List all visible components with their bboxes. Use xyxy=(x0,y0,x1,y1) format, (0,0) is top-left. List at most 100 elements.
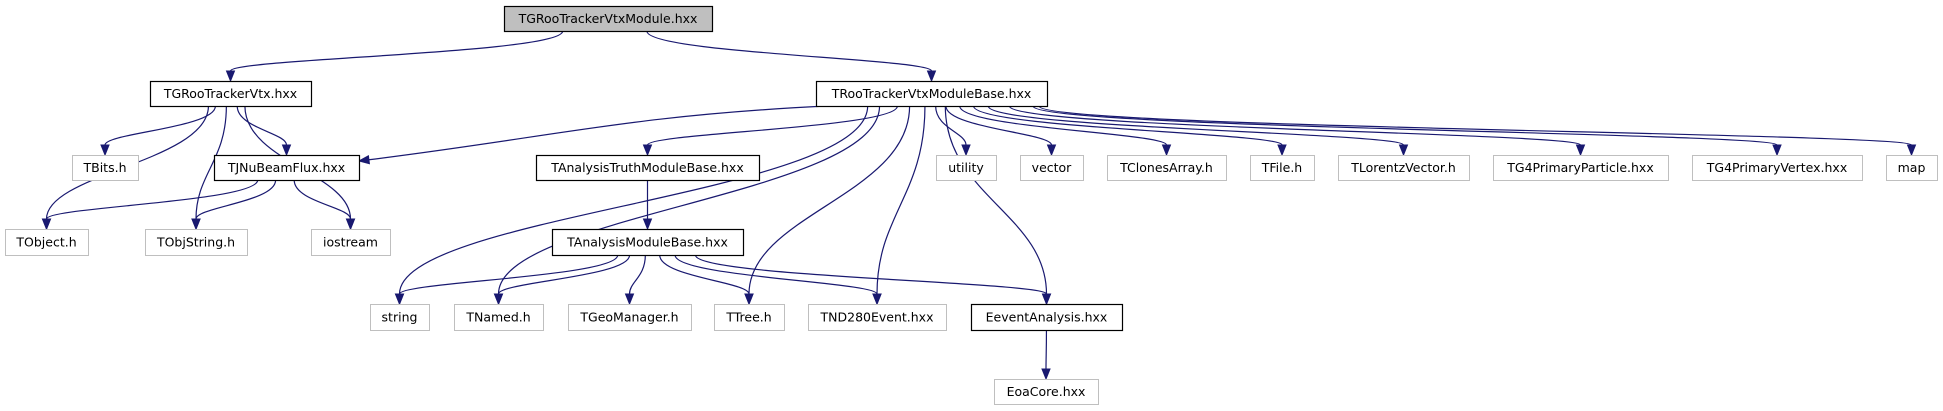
edge-root-to-tgroo xyxy=(229,30,564,72)
arrowhead-icon xyxy=(1398,144,1409,157)
arrowhead-icon xyxy=(1041,368,1051,381)
edge-trooBase-to-tnamed xyxy=(497,105,881,295)
edge-anaBase-to-string xyxy=(398,254,619,295)
node-box xyxy=(551,228,745,257)
node-root[interactable]: TGRooTrackerVtxModule.hxx xyxy=(503,5,714,33)
edge-trooBase-to-tlorentz xyxy=(987,105,1405,146)
arrowhead-icon xyxy=(357,154,371,165)
edge-anaBase-to-tnamed xyxy=(497,254,631,295)
node-label: TAnalysisModuleBase.hxx xyxy=(566,235,728,250)
node-anaBase[interactable]: TAnalysisModuleBase.hxx xyxy=(551,228,745,257)
node-label: TFile.h xyxy=(1261,160,1302,175)
edge-root-to-trooBase xyxy=(646,30,933,72)
arrowhead-icon xyxy=(642,144,653,157)
edge-tjnu-to-tobject xyxy=(45,179,259,220)
node-string: string xyxy=(370,304,430,331)
nodes-layer: TGRooTrackerVtxModule.hxxTGRooTrackerVtx… xyxy=(5,5,1938,405)
node-box xyxy=(936,155,997,181)
arrowhead-icon xyxy=(744,293,754,306)
node-label: TObjString.h xyxy=(156,235,235,250)
edge-anaBase-to-eevent xyxy=(694,254,1048,295)
node-tgroo[interactable]: TGRooTrackerVtx.hxx xyxy=(149,80,313,108)
node-utility: utility xyxy=(936,155,997,181)
arrowhead-icon xyxy=(926,70,937,83)
node-box xyxy=(149,80,313,108)
node-label: TND280Event.hxx xyxy=(820,310,934,325)
node-box xyxy=(1020,155,1084,181)
edge-anaBase-to-ttree xyxy=(659,254,750,295)
edge-tjnu-to-tobjstring xyxy=(195,179,277,220)
node-label: TBits.h xyxy=(83,160,127,175)
node-label: EeventAnalysis.hxx xyxy=(986,310,1108,325)
node-box xyxy=(370,304,430,331)
node-tbits: TBits.h xyxy=(72,155,139,181)
edge-trooBase-to-eevent xyxy=(944,105,1048,295)
edge-trooBase-to-ttree xyxy=(748,105,911,295)
node-box xyxy=(1107,155,1227,181)
node-label: TGeoManager.h xyxy=(579,310,678,325)
node-ttree: TTree.h xyxy=(714,304,785,331)
edge-tgroo-to-tjnu xyxy=(236,105,288,146)
arrowhead-icon xyxy=(1772,144,1782,157)
node-tnamed: TNamed.h xyxy=(454,304,544,331)
node-tnd280: TND280Event.hxx xyxy=(808,304,947,331)
arrowhead-icon xyxy=(1161,144,1172,157)
node-box xyxy=(213,154,361,182)
node-label: TG4PrimaryVertex.hxx xyxy=(1706,160,1847,175)
edge-trooBase-to-tfile xyxy=(972,105,1283,146)
node-tobjstring: TObjString.h xyxy=(145,229,248,256)
node-tjnu[interactable]: TJNuBeamFlux.hxx xyxy=(213,154,361,182)
node-label: TNamed.h xyxy=(465,310,530,325)
node-tobject: TObject.h xyxy=(5,229,89,256)
node-tclones: TClonesArray.h xyxy=(1107,155,1227,181)
node-tfile: TFile.h xyxy=(1250,155,1315,181)
node-label: utility xyxy=(948,160,984,175)
node-box xyxy=(815,80,1049,108)
edge-trooBase-to-map xyxy=(1038,105,1913,146)
node-box xyxy=(994,379,1099,405)
node-box xyxy=(1338,155,1470,181)
node-tlorentz: TLorentzVector.h xyxy=(1338,155,1470,181)
node-label: TAnalysisTruthModuleBase.hxx xyxy=(550,160,743,175)
node-box xyxy=(145,229,248,256)
arrowhead-icon xyxy=(41,218,52,231)
edge-trooBase-to-tg4vert xyxy=(1032,105,1778,146)
node-label: iostream xyxy=(323,235,378,250)
node-iostream: iostream xyxy=(311,229,391,256)
arrowhead-icon xyxy=(1906,144,1917,157)
node-eoacore: EoaCore.hxx xyxy=(994,379,1099,405)
arrowhead-icon xyxy=(281,144,292,157)
node-trooBase[interactable]: TRooTrackerVtxModuleBase.hxx xyxy=(815,80,1049,108)
node-box xyxy=(714,304,785,331)
node-label: string xyxy=(382,310,418,325)
edge-tjnu-to-iostream xyxy=(293,179,352,220)
edge-anaBase-to-tnd280 xyxy=(674,254,878,295)
node-box xyxy=(1250,155,1315,181)
edge-trooBase-to-vector xyxy=(945,105,1053,146)
node-box xyxy=(454,304,544,331)
node-tgeo: TGeoManager.h xyxy=(568,304,692,331)
arrowhead-icon xyxy=(624,293,635,306)
arrowhead-icon xyxy=(100,144,110,157)
arrowhead-icon xyxy=(394,293,405,306)
node-tg4vert: TG4PrimaryVertex.hxx xyxy=(1692,155,1863,181)
arrowhead-icon xyxy=(191,218,201,231)
arrowhead-icon xyxy=(1277,144,1287,157)
arrowhead-icon xyxy=(493,293,504,306)
node-eevent[interactable]: EeventAnalysis.hxx xyxy=(970,303,1124,332)
node-box xyxy=(568,304,692,331)
edge-anaBase-to-tgeo xyxy=(628,254,646,295)
node-label: TObject.h xyxy=(15,235,76,250)
edge-trooBase-to-tg4part xyxy=(1008,105,1582,146)
node-box xyxy=(970,303,1124,332)
node-label: TLorentzVector.h xyxy=(1350,160,1456,175)
node-label: vector xyxy=(1032,160,1073,175)
arrowhead-icon xyxy=(961,144,971,157)
arrowhead-icon xyxy=(1041,293,1052,306)
node-box xyxy=(72,155,139,181)
edge-trooBase-to-truth xyxy=(646,105,899,146)
node-truth[interactable]: TAnalysisTruthModuleBase.hxx xyxy=(535,154,761,182)
node-label: TJNuBeamFlux.hxx xyxy=(227,160,345,175)
node-label: TClonesArray.h xyxy=(1119,160,1213,175)
